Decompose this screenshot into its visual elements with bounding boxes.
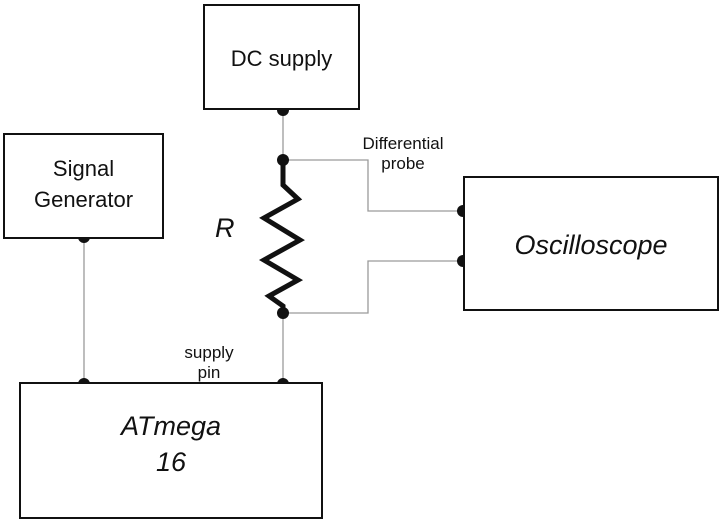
- oscilloscope-box: Oscilloscope: [463, 176, 719, 311]
- signal-generator-label-line2: Generator: [33, 187, 134, 212]
- dc-supply-box: DC supply: [203, 4, 360, 110]
- atmega-label-line1: ATmega: [120, 411, 222, 441]
- node-probe-bottom: [277, 307, 289, 319]
- atmega-box: ATmega 16: [19, 382, 323, 519]
- supply-pin-line1: supply: [184, 343, 234, 362]
- signal-generator-label-line1: Signal: [52, 156, 115, 181]
- signal-generator-box: Signal Generator: [3, 133, 164, 239]
- node-probe-top: [277, 154, 289, 166]
- supply-pin-line2: pin: [197, 363, 221, 382]
- oscilloscope-label: Oscilloscope: [514, 230, 668, 260]
- dc-supply-label: DC supply: [230, 46, 333, 71]
- supply-pin-label: supply pin: [167, 343, 251, 383]
- wire-probe-top-to-oscilloscope: [283, 159, 463, 212]
- atmega-label: ATmega 16: [21, 408, 321, 480]
- resistor-label: R: [215, 213, 235, 243]
- differential-probe-line2: probe: [381, 154, 425, 173]
- differential-probe-line1: Differential: [362, 134, 444, 153]
- resistor-symbol: [258, 160, 305, 313]
- differential-probe-label: Differential probe: [334, 134, 472, 174]
- wire-probe-bottom-to-oscilloscope: [283, 260, 463, 314]
- signal-generator-label: Signal Generator: [5, 153, 162, 215]
- atmega-label-line2: 16: [155, 447, 187, 477]
